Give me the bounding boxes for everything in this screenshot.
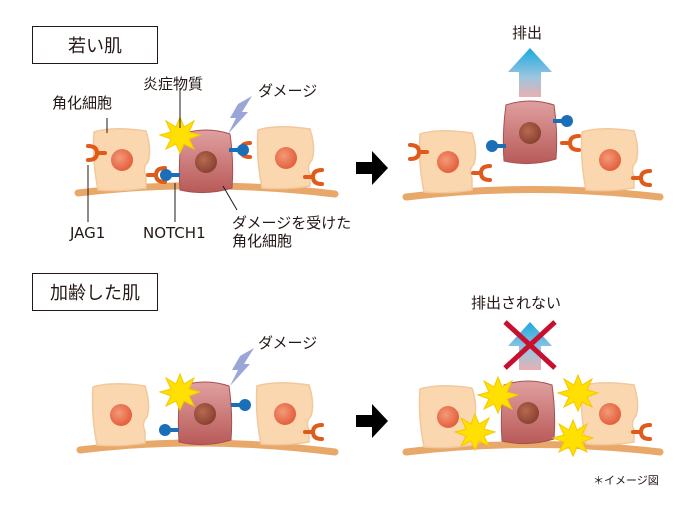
jag1-receptor [631, 423, 652, 441]
panel-title-aged: 加齢した肌 [32, 273, 158, 311]
jag1-receptor [471, 164, 492, 182]
label-damage: ダメージ [258, 82, 318, 100]
label-damage-aged: ダメージ [258, 334, 318, 352]
keratinocyte [255, 381, 314, 446]
aged-skin-after [402, 320, 664, 457]
damaged-keratinocyte [502, 100, 558, 165]
label-damaged-cell-2: 角化細胞 [232, 232, 293, 250]
label-inflammatory: 炎症物質 [143, 75, 204, 93]
young-skin-before [74, 88, 339, 222]
keratinocyte [580, 127, 639, 192]
expel-arrow-icon [508, 48, 552, 97]
keratinocyte [418, 129, 477, 194]
damaged-keratinocyte [500, 380, 556, 445]
young-skin-after [402, 48, 664, 201]
notch1-receptor [157, 422, 181, 438]
keratinocyte [92, 127, 151, 192]
label-expelled: 排出 [512, 24, 543, 42]
label-keratinocyte: 角化細胞 [52, 94, 113, 112]
damage-bolt-icon [228, 96, 252, 134]
notch1-receptor [158, 167, 182, 183]
label-damaged-cell-1: ダメージを受けた [232, 214, 352, 232]
basement-membrane [402, 441, 664, 456]
note-image: ＊イメージ図 [593, 474, 659, 487]
basement-membrane [402, 186, 664, 201]
jag1-receptor [631, 169, 652, 187]
aged-skin-before [76, 348, 339, 456]
keratinocyte [91, 382, 150, 447]
notch1-receptor [229, 397, 253, 413]
jag1-receptor [560, 134, 581, 152]
keratinocyte [256, 125, 315, 190]
label-jag1: JAG1 [70, 224, 106, 242]
label-notch1: NOTCH1 [143, 224, 206, 242]
label-not-expelled: 排出されない [471, 294, 562, 312]
panel-title-young: 若い肌 [32, 26, 158, 64]
arrow-right-icon [356, 151, 388, 438]
damage-bolt-icon [230, 348, 254, 386]
cross-icon [503, 320, 557, 370]
